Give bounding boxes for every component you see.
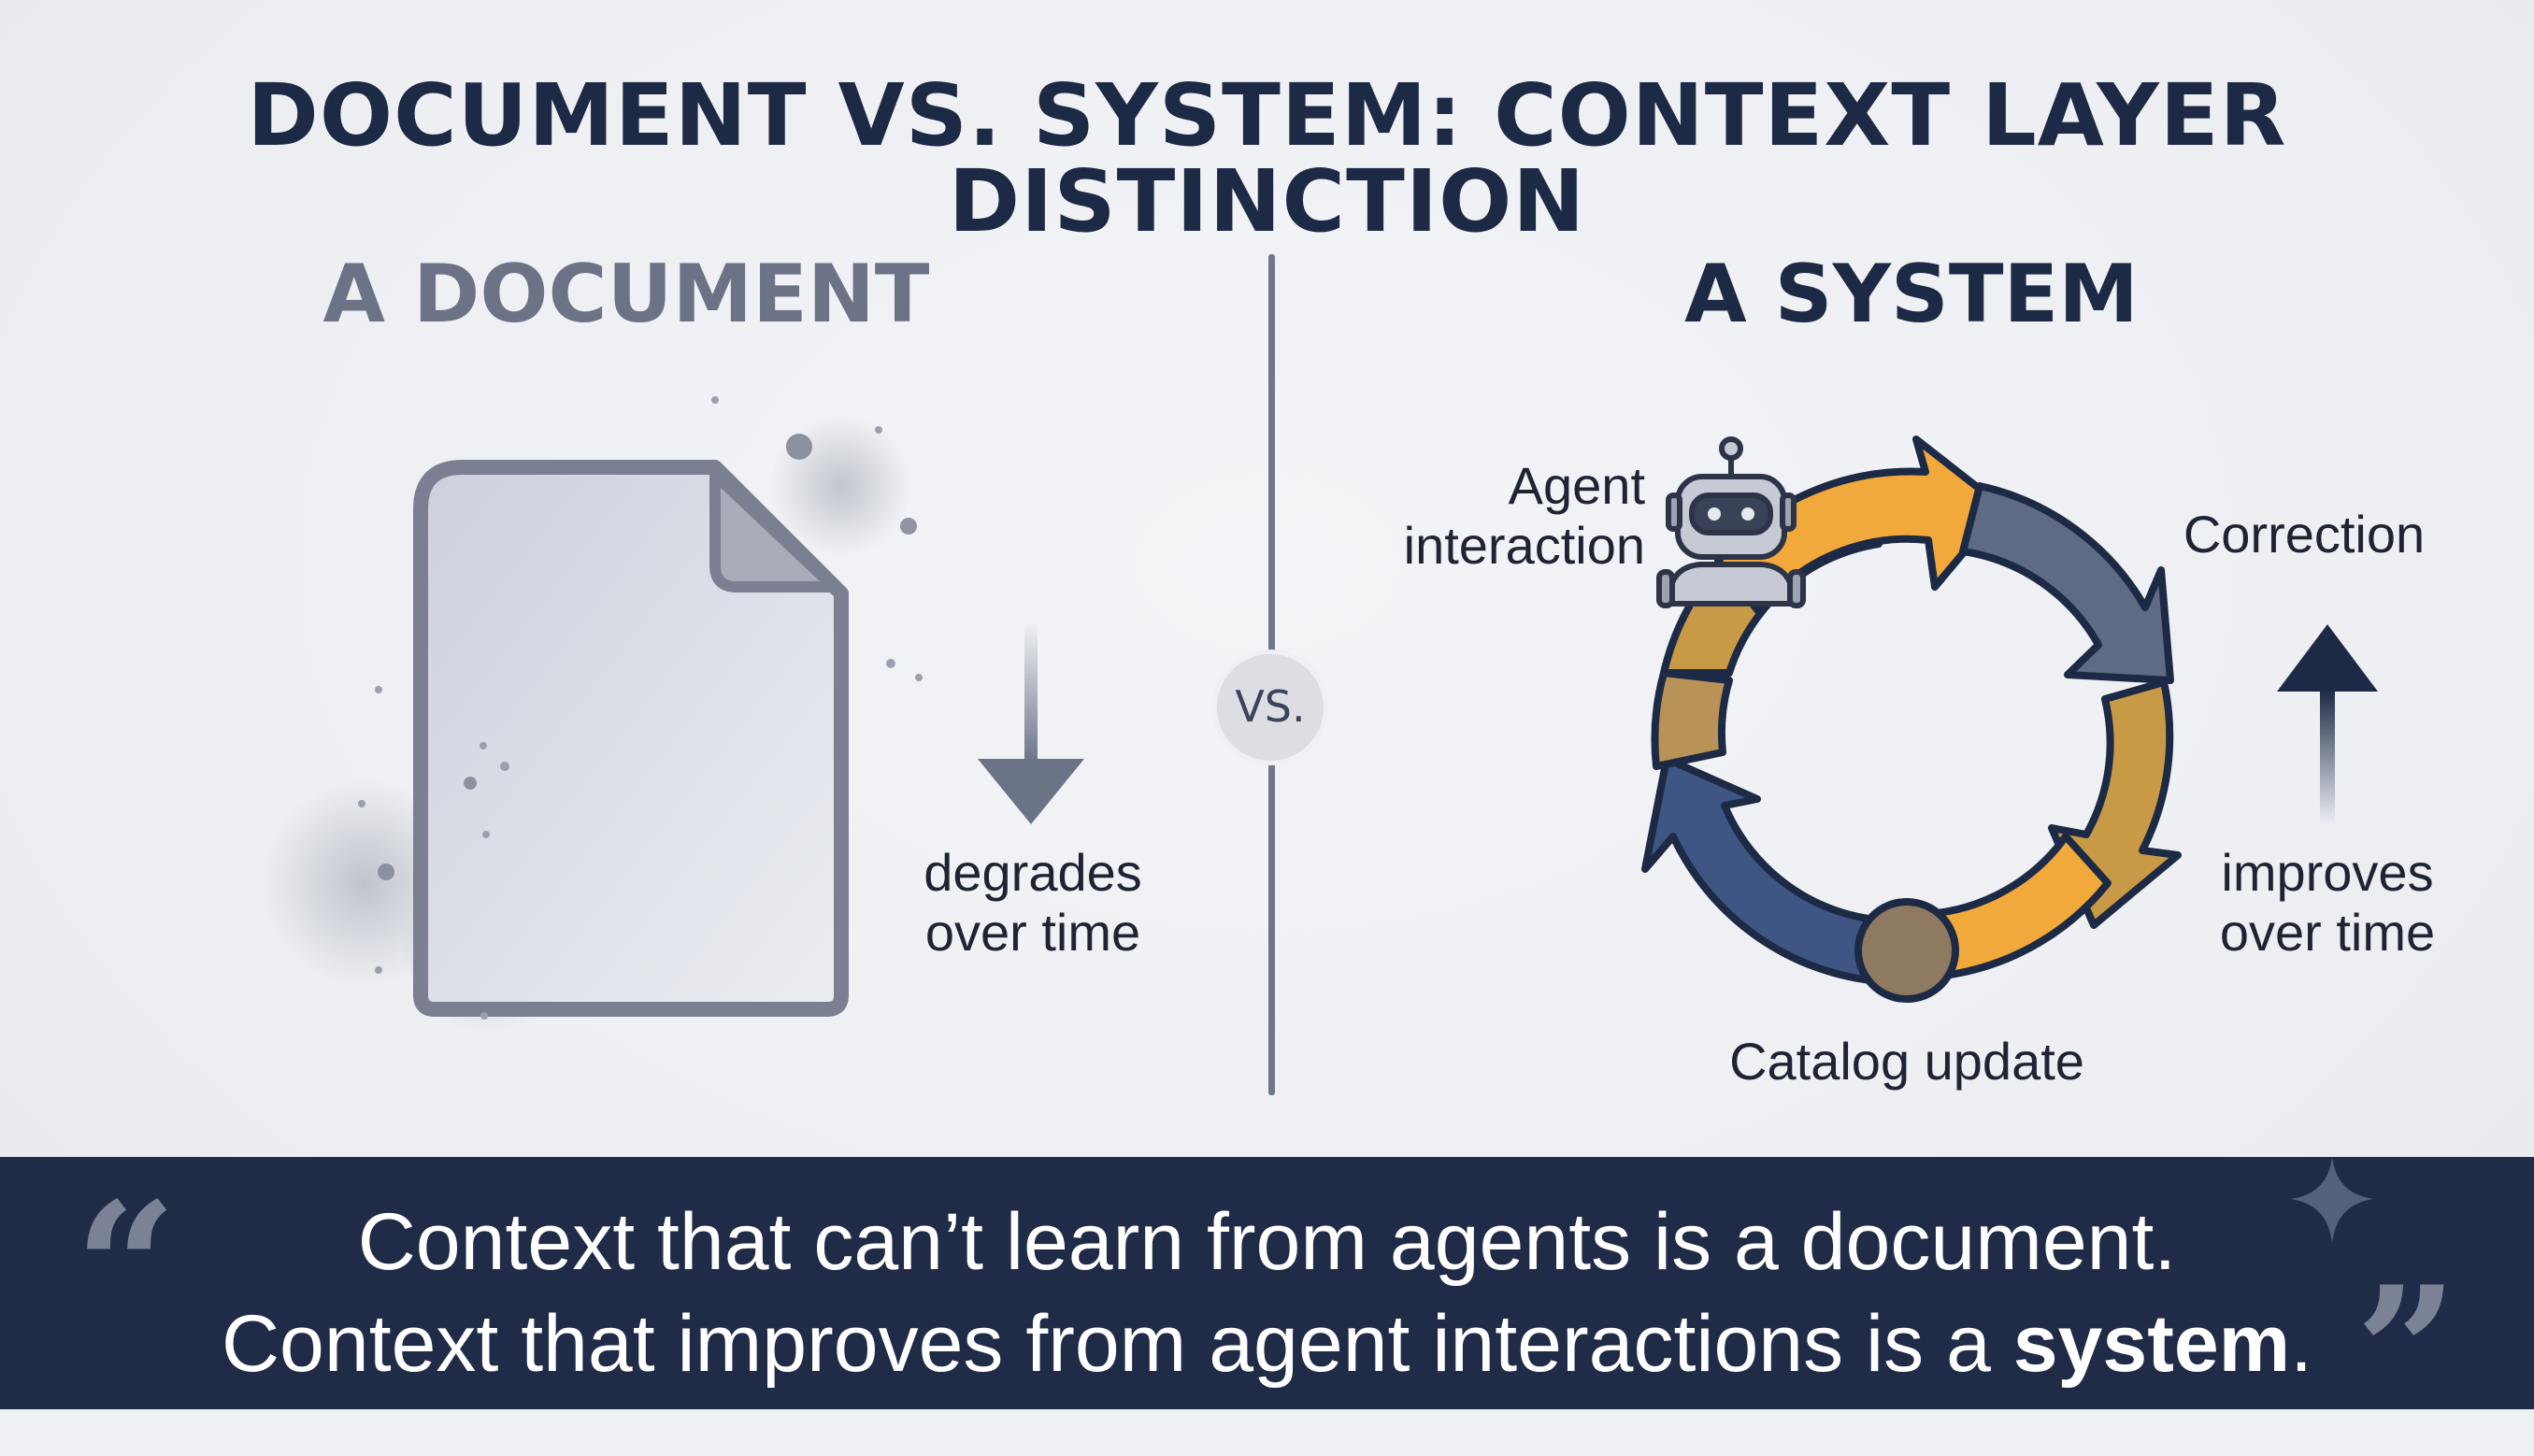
system-heading: A SYSTEM bbox=[1684, 248, 2139, 341]
quote-line-1: Context that can’t learn from agents is … bbox=[357, 1197, 2177, 1287]
degrades-line-1: degrades bbox=[923, 843, 1142, 902]
correction-label: Correction bbox=[2183, 505, 2426, 564]
degrades-line-2: over time bbox=[924, 903, 1141, 962]
open-quote-icon: “ bbox=[75, 1163, 178, 1372]
down-arrow-icon bbox=[978, 624, 1084, 824]
agent-line-1: Agent bbox=[1508, 456, 1645, 515]
quote-line-2-prefix: Context that improves from agent interac… bbox=[221, 1299, 2013, 1389]
improves-line-2: over time bbox=[2219, 903, 2436, 962]
vs-badge: VS. bbox=[1212, 649, 1328, 765]
up-arrow-icon bbox=[2277, 624, 2378, 825]
quote-emphasis: system bbox=[2012, 1299, 2291, 1389]
degrades-label: degrades over time bbox=[893, 843, 1173, 963]
main-title: DOCUMENT VS. SYSTEM: CONTEXT LAYER DISTI… bbox=[247, 65, 2287, 251]
document-heading: A DOCUMENT bbox=[322, 248, 930, 341]
agent-line-2: interaction bbox=[1403, 516, 1645, 575]
catalog-update-label: Catalog update bbox=[1729, 1032, 2084, 1091]
sparkle-icon bbox=[2290, 1157, 2374, 1243]
quote-line-2-suffix: . bbox=[2290, 1299, 2313, 1389]
document-icon bbox=[262, 396, 923, 1033]
illustration-layer bbox=[262, 396, 2378, 1033]
improves-line-1: improves bbox=[2221, 843, 2434, 902]
agent-interaction-label: Agent interaction bbox=[1365, 456, 1645, 576]
quote-banner bbox=[0, 1157, 2534, 1409]
quote-line-2: Context that improves from agent interac… bbox=[0, 1304, 2534, 1384]
improves-label: improves over time bbox=[2187, 843, 2468, 963]
robot-icon bbox=[1656, 436, 1806, 608]
